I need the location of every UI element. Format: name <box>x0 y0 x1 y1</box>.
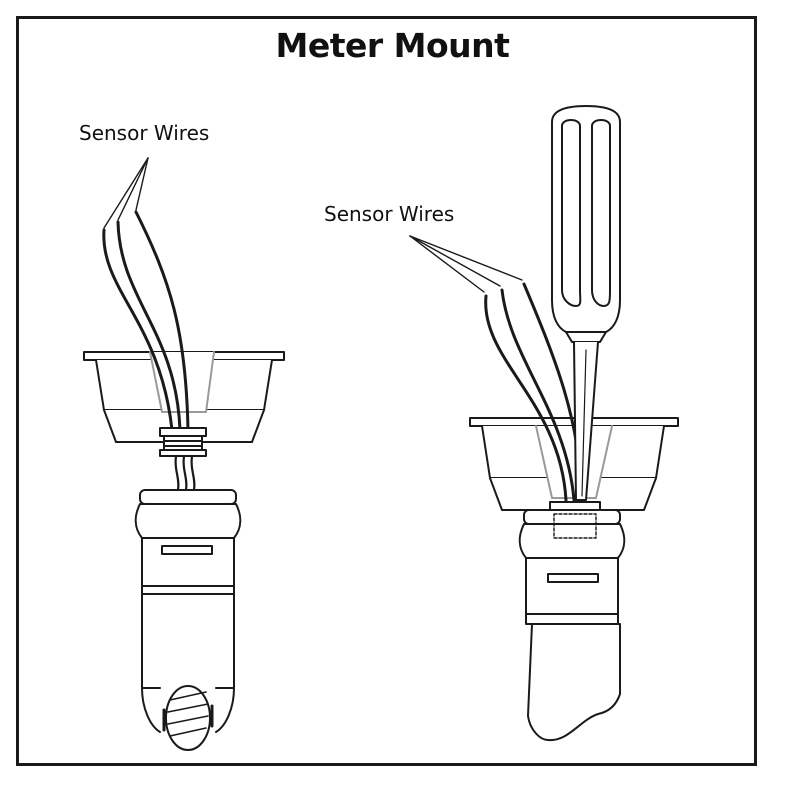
left-paddle-wheel <box>162 685 214 751</box>
right-sensor-body <box>518 509 626 742</box>
screwdriver <box>551 105 621 501</box>
sensor-wires-label-left: Sensor Wires <box>79 121 210 145</box>
left-short-wires <box>174 454 196 492</box>
diagram-title: Meter Mount <box>275 26 510 65</box>
sensor-wires-label-right: Sensor Wires <box>324 202 455 226</box>
left-connector <box>159 427 207 457</box>
right-leader-lines <box>409 235 523 293</box>
left-sensor-wires <box>102 210 190 432</box>
left-leader-lines <box>103 157 149 229</box>
left-assembly <box>83 157 285 751</box>
right-assembly <box>409 105 679 742</box>
left-sensor-body <box>134 489 242 751</box>
